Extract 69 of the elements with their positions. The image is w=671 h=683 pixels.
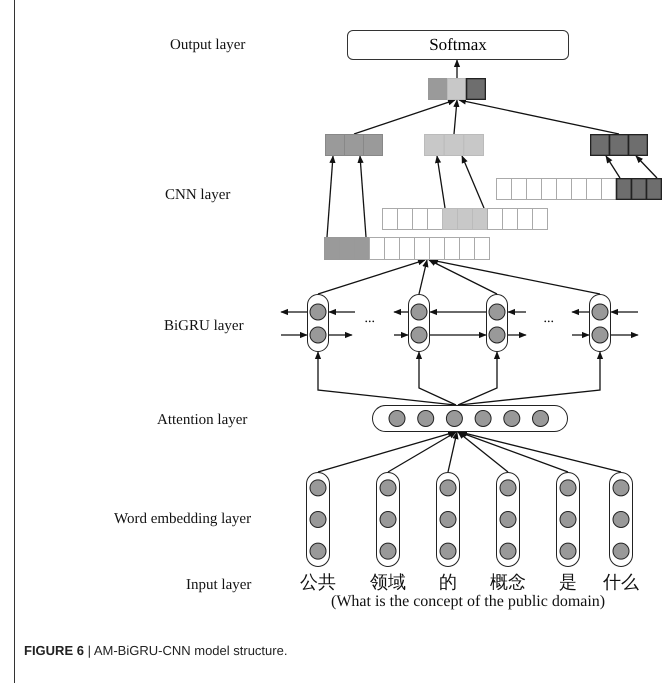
arrow bbox=[314, 351, 456, 406]
arrow bbox=[508, 332, 527, 338]
neuron-capsule bbox=[609, 472, 633, 567]
feature-vector bbox=[428, 78, 486, 100]
arrow bbox=[430, 332, 487, 338]
neuron-capsule bbox=[307, 294, 329, 352]
input-word: 公共 bbox=[300, 574, 336, 592]
input-word: 什么 bbox=[603, 574, 639, 592]
arrow bbox=[328, 308, 355, 316]
arrow bbox=[453, 99, 460, 134]
arrow bbox=[458, 351, 604, 406]
arrow bbox=[571, 308, 589, 316]
neuron-capsule bbox=[436, 472, 460, 567]
feature-vector bbox=[325, 134, 383, 156]
arrow bbox=[326, 155, 336, 238]
ellipsis-label: ... bbox=[364, 312, 375, 326]
arrow bbox=[458, 351, 500, 406]
ellipsis-label: ... bbox=[544, 312, 554, 326]
arrow bbox=[635, 155, 658, 178]
arrow bbox=[429, 308, 486, 316]
arrow bbox=[394, 332, 409, 338]
input-word: 的 bbox=[439, 574, 457, 592]
arrow bbox=[458, 98, 620, 135]
neuron-capsule bbox=[496, 472, 520, 567]
arrow bbox=[357, 155, 367, 238]
layer-label: Output layer bbox=[170, 38, 246, 53]
arrow bbox=[416, 351, 456, 406]
layer-label: Word embedding layer bbox=[114, 512, 252, 527]
output-box: Softmax bbox=[347, 30, 569, 60]
arrow bbox=[572, 332, 590, 338]
arrow bbox=[281, 332, 308, 338]
arrow bbox=[461, 155, 485, 208]
layer-label: CNN layer bbox=[165, 188, 230, 203]
layer-label: BiGRU layer bbox=[164, 319, 244, 334]
arrow bbox=[605, 155, 621, 178]
arrow bbox=[329, 332, 353, 338]
arrow bbox=[610, 308, 638, 316]
input-word: 是 bbox=[559, 574, 577, 592]
input-word: 领域 bbox=[370, 574, 406, 592]
neuron-capsule bbox=[589, 294, 611, 352]
arrow bbox=[418, 259, 428, 294]
neuron-capsule bbox=[376, 472, 400, 567]
arrow bbox=[457, 432, 508, 472]
layer-label: Input layer bbox=[186, 578, 252, 593]
neuron-capsule bbox=[486, 294, 508, 352]
translation-text: (What is the concept of the public domain) bbox=[331, 594, 606, 610]
arrow bbox=[507, 308, 526, 316]
feature-vector bbox=[382, 208, 548, 230]
figure-caption: FIGURE 6 | AM-BiGRU-CNN model structure. bbox=[24, 643, 288, 658]
arrow bbox=[354, 99, 456, 135]
neuron-capsule bbox=[372, 405, 568, 432]
arrow bbox=[434, 155, 446, 208]
neuron-capsule bbox=[408, 294, 430, 352]
arrow bbox=[428, 259, 498, 295]
arrow bbox=[393, 308, 408, 316]
arrow bbox=[388, 431, 457, 473]
neuron-capsule bbox=[306, 472, 330, 567]
feature-vector bbox=[324, 237, 490, 260]
input-word: 概念 bbox=[490, 574, 526, 592]
feature-vector bbox=[424, 134, 484, 156]
arrow bbox=[611, 332, 639, 338]
neuron-capsule bbox=[556, 472, 580, 567]
arrow bbox=[280, 308, 307, 316]
arrow bbox=[447, 431, 458, 472]
feature-vector bbox=[496, 178, 662, 200]
arrow bbox=[454, 59, 460, 78]
layer-label: Attention layer bbox=[157, 413, 248, 428]
feature-vector bbox=[590, 134, 648, 156]
arrow bbox=[318, 259, 426, 295]
